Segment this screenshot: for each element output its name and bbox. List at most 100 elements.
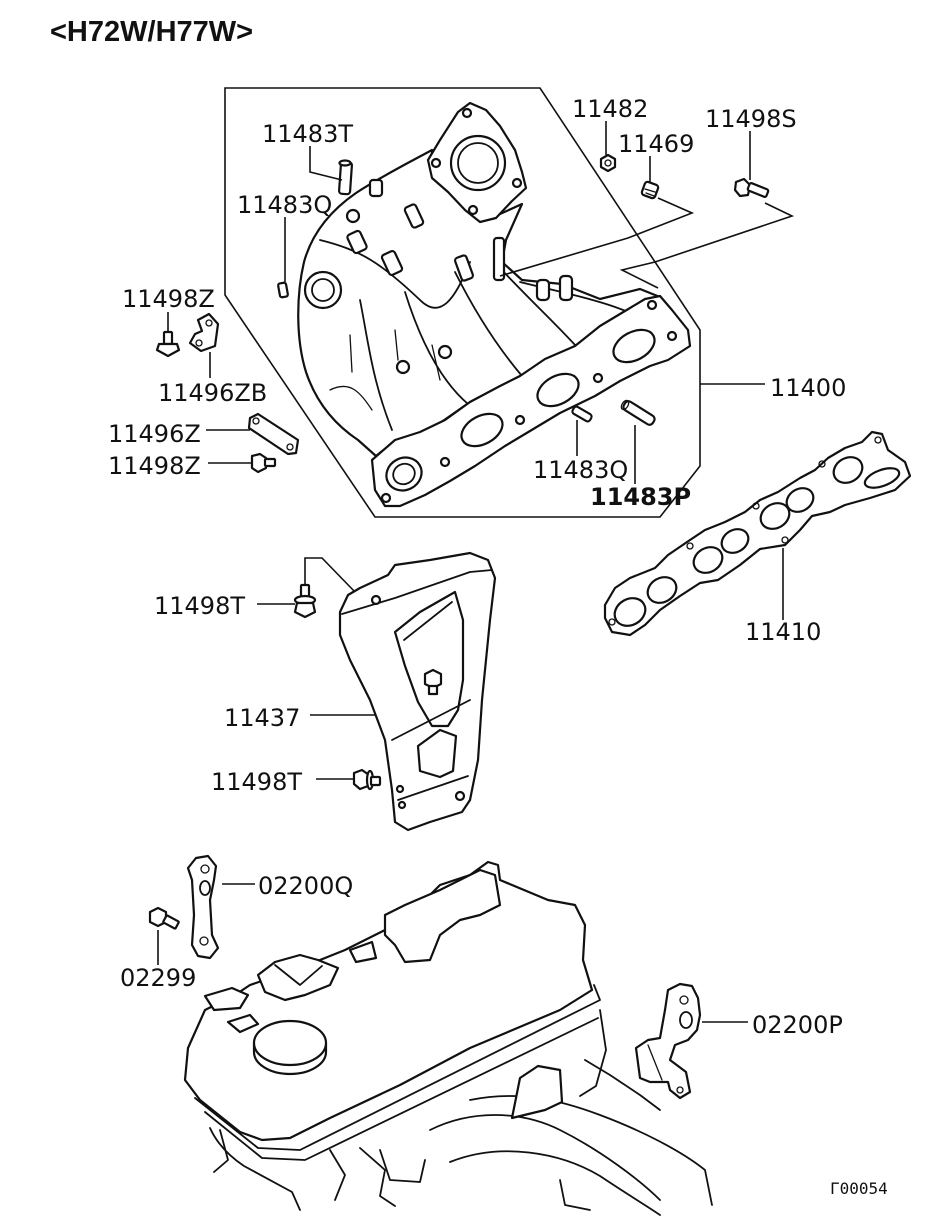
gasket-port-4b [863,467,901,489]
bolt-11498Z-upper [155,330,181,358]
intake-runner-lower [449,1150,661,1216]
manifold-stay-drawing [338,551,497,832]
stay-bolt-hole [370,594,382,606]
callout-11437: 11437 [224,704,300,732]
nut-11482 [599,153,617,173]
runner-flange-hole [592,372,604,384]
bolt-02299 [148,906,180,930]
gasket-port-1 [613,597,647,627]
intake-manifold-drawing [297,101,692,508]
runner-flange-hole [514,414,526,426]
callout-11410: 11410 [745,618,821,646]
gasket-outline [603,430,912,637]
stay-inner-bolt [423,668,443,696]
plenum-boss [345,208,361,224]
flange-bolt-hole [467,204,479,216]
stud-11483T [337,159,353,196]
throttle-bore-inner [457,142,499,184]
plenum-ribs [349,329,441,381]
plenum-boss [437,344,453,360]
gasket-bolt-hole [752,502,760,510]
runner-port-1 [385,456,423,492]
plenum-boss [454,254,474,282]
engine-hanger-02200P [634,982,702,1100]
figure-code: Γ00054 [830,1179,888,1198]
cover-raised-bracket [383,868,502,964]
gasket-port-2b [720,528,750,554]
cover-opening-edge [274,964,323,986]
throttle-bore [449,134,507,192]
runner-flange-hole [646,299,658,311]
vacuum-nipple [558,274,574,302]
engine-block-edge [209,1127,301,1211]
stay-cutout [393,590,465,728]
gasket-port-1b [646,576,678,604]
gasket-bolt-hole [874,436,882,444]
bolt-11498S [733,177,770,198]
engine-block-edge [579,1009,607,1097]
callout-11469: 11469 [618,130,694,158]
runner-tube-1 [359,299,393,431]
gasket-bolt-hole [686,542,694,550]
runner-flange-hole [439,456,451,468]
bolt-11498T-upper [293,583,317,619]
flange-bolt-hole [461,107,473,119]
runner-port-3 [536,372,580,408]
runner-flange [370,294,692,508]
gasket-bolt-hole [781,536,789,544]
pin-11483P [620,399,656,426]
leader-11469-install [499,197,695,277]
callout-11498T-upper: 11498T [154,592,245,620]
callout-11483Q-upper: 11483Q [237,191,332,219]
manifold-gasket-drawing [603,430,912,637]
plenum-boss-top [368,178,384,198]
engine-boss [559,1179,591,1211]
callout-11483T: 11483T [262,120,353,148]
bolt-11498Z-lower [250,452,277,474]
runner-tube-4 [499,267,577,347]
plenum-boss [346,229,368,255]
callout-11496Z: 11496Z [108,420,201,448]
runner-port-2 [460,412,504,448]
stay-ribs [391,699,471,801]
engine-hanger-02200Q [186,854,220,960]
spark-plug-boss [329,1147,396,1207]
callout-02299: 02299 [120,964,196,992]
pin-11483Q-lower [571,405,593,423]
plenum-boss [380,249,404,277]
model-code-title: <H72W/H77W> [50,16,253,48]
cover-tab [226,1013,260,1034]
stay-cutout-edge [403,601,453,641]
intake-runner-lower [469,1095,713,1206]
runner-flange-hole [666,330,678,342]
manifold-side-fitting [303,270,343,310]
leader-11483T [309,146,343,181]
plenum-boss [403,203,425,229]
callout-02200P: 02200P [752,1011,843,1039]
gasket-bolt-hole [818,460,826,468]
stay-bolt-hole [454,790,466,802]
engine-boss [510,1064,564,1120]
callout-11483P: 11483P [590,483,691,511]
manifold-tube [492,236,506,282]
engine-block-edge [213,1129,229,1173]
engine-drawing [183,860,713,1216]
vacuum-nipple [535,278,551,302]
callout-11498Z-upper: 11498Z [122,285,215,313]
plenum-boss [395,359,411,375]
callout-11482: 11482 [572,95,648,123]
callout-02200Q: 02200Q [258,872,353,900]
flange-bolt-hole [511,177,523,189]
pin-11483Q-upper [277,281,289,299]
bracket-11496ZB [188,312,220,353]
plenum-contour [329,385,373,411]
stay-bolt-hole [397,800,407,810]
stay-lower-tab [416,728,458,779]
runner-port-4 [612,328,656,364]
bolt-11498T-lower [352,768,382,791]
flange-bolt-hole [430,157,442,169]
runner-rail [519,281,629,313]
leader-lines [157,121,795,1023]
